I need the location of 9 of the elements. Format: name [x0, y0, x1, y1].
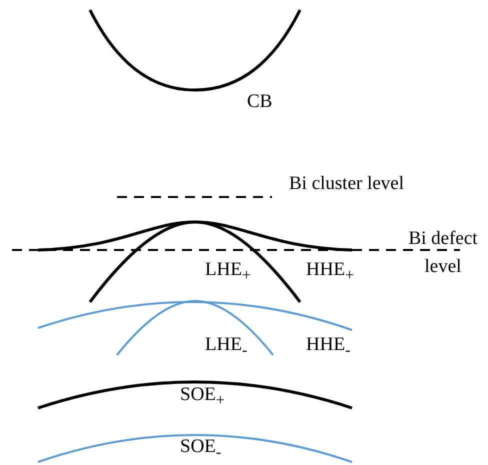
level-label: Bi cluster level: [289, 173, 404, 195]
band-label: SOE$_{+}$: [180, 384, 225, 411]
band-label: CB: [247, 91, 272, 113]
band-label: HHE$_{-}$: [306, 334, 350, 361]
band-label: SOE$_{-}$: [180, 436, 222, 463]
band-label: HHE$_{+}$: [306, 259, 354, 286]
band-label: LHE$_{-}$: [205, 334, 248, 361]
band-label: LHE$_{+}$: [205, 259, 251, 286]
level-label: Bi defect level: [407, 227, 479, 279]
